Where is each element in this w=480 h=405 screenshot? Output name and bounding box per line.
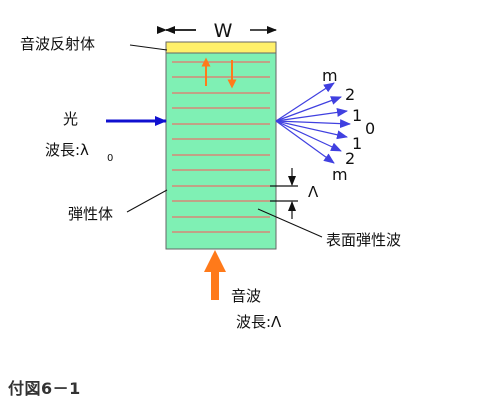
light-label: 光 [63, 110, 78, 128]
order-label: 1 [352, 134, 362, 153]
light-wavelength-subscript: 0 [107, 153, 113, 164]
order-label: 1 [352, 106, 362, 125]
beam-0 [275, 119, 351, 129]
saw-label: 表面弾性波 [326, 231, 401, 249]
elastic-body [165, 52, 277, 250]
width-indicator: W [157, 20, 277, 42]
order-label: m [332, 165, 348, 184]
diffracted-beams [275, 82, 351, 164]
sound-wavelength-label: 波長:Λ [236, 313, 282, 331]
elastic-body-label: 弾性体 [68, 205, 113, 223]
light-wavelength-label: 波長:λ [45, 141, 89, 159]
elastic-body-leader [126, 189, 168, 213]
lambda-label: Λ [308, 183, 319, 201]
beam-lower-m [275, 120, 335, 164]
figure-caption: 付図6－1 [8, 379, 81, 398]
order-label: m [322, 66, 338, 85]
beam-upper-1 [275, 107, 348, 122]
beam-lower-2 [275, 120, 342, 152]
width-label: W [214, 20, 233, 42]
sound-arrow [204, 250, 226, 300]
saw-leader [257, 208, 323, 238]
order-label: 2 [345, 149, 355, 168]
beam-lower-1 [275, 120, 348, 140]
order-labels: m 2 1 0 1 2 m [322, 66, 375, 184]
wavelength-spacing-indicator [270, 168, 298, 219]
sound-reflector [165, 41, 277, 54]
light-wavelength: 波長:λ 0 [45, 141, 113, 164]
beam-upper-m [275, 82, 335, 122]
surface-wave-lines [172, 61, 270, 233]
sound-label: 音波 [231, 287, 261, 305]
order-label: 2 [345, 85, 355, 104]
reflector-label: 音波反射体 [20, 35, 95, 53]
order-label: 0 [365, 119, 375, 138]
beam-upper-2 [275, 96, 342, 122]
reflector-leader [129, 44, 168, 51]
reflected-sound-arrows [201, 57, 237, 89]
